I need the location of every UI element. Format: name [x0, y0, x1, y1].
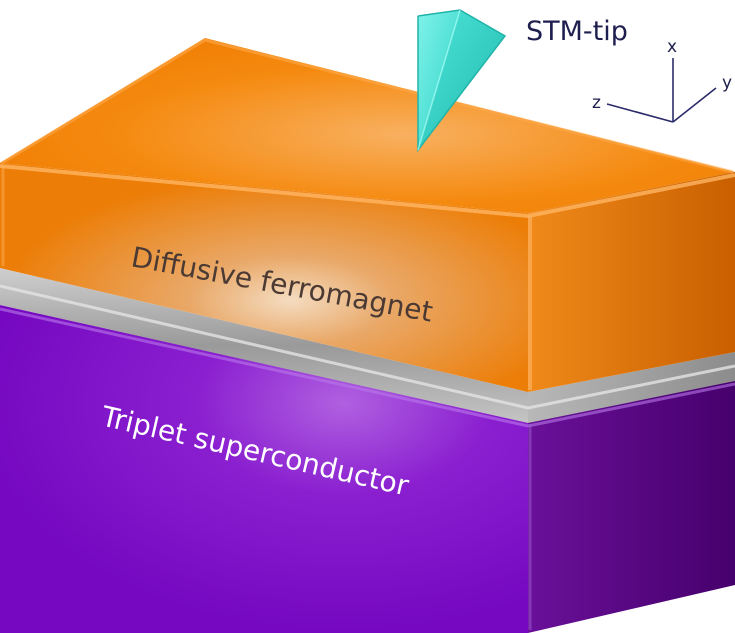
- axis-x-label: x: [667, 37, 677, 57]
- insulator-layer: [0, 268, 735, 423]
- axis-z-line: [606, 103, 674, 123]
- axis-z-label: z: [592, 93, 601, 113]
- stm-tip-ridge: [417, 9, 461, 151]
- ferromagnet-front-face: [0, 163, 528, 392]
- stm-tip-outline: [417, 9, 507, 153]
- axis-y-label: y: [722, 73, 732, 93]
- stm-tip: [417, 9, 507, 153]
- ferromagnet-side-face: [528, 172, 735, 392]
- stm-tip-label: STM-tip: [526, 16, 628, 47]
- coordinate-axes: [606, 58, 717, 123]
- superconductor-side-face: [528, 380, 735, 633]
- stm-tip-face-right: [418, 10, 505, 150]
- ferromagnet-block: [0, 38, 735, 392]
- ferromagnet-top-face: [0, 38, 735, 213]
- superconductor-block: [0, 305, 735, 633]
- superconductor-edge-highlight: [0, 307, 735, 428]
- ferromagnet-back-edge-highlight: [1, 38, 734, 174]
- superconductor-front-face: [0, 305, 528, 633]
- insulator-edge-highlight: [0, 284, 735, 410]
- axis-y-line: [672, 87, 717, 123]
